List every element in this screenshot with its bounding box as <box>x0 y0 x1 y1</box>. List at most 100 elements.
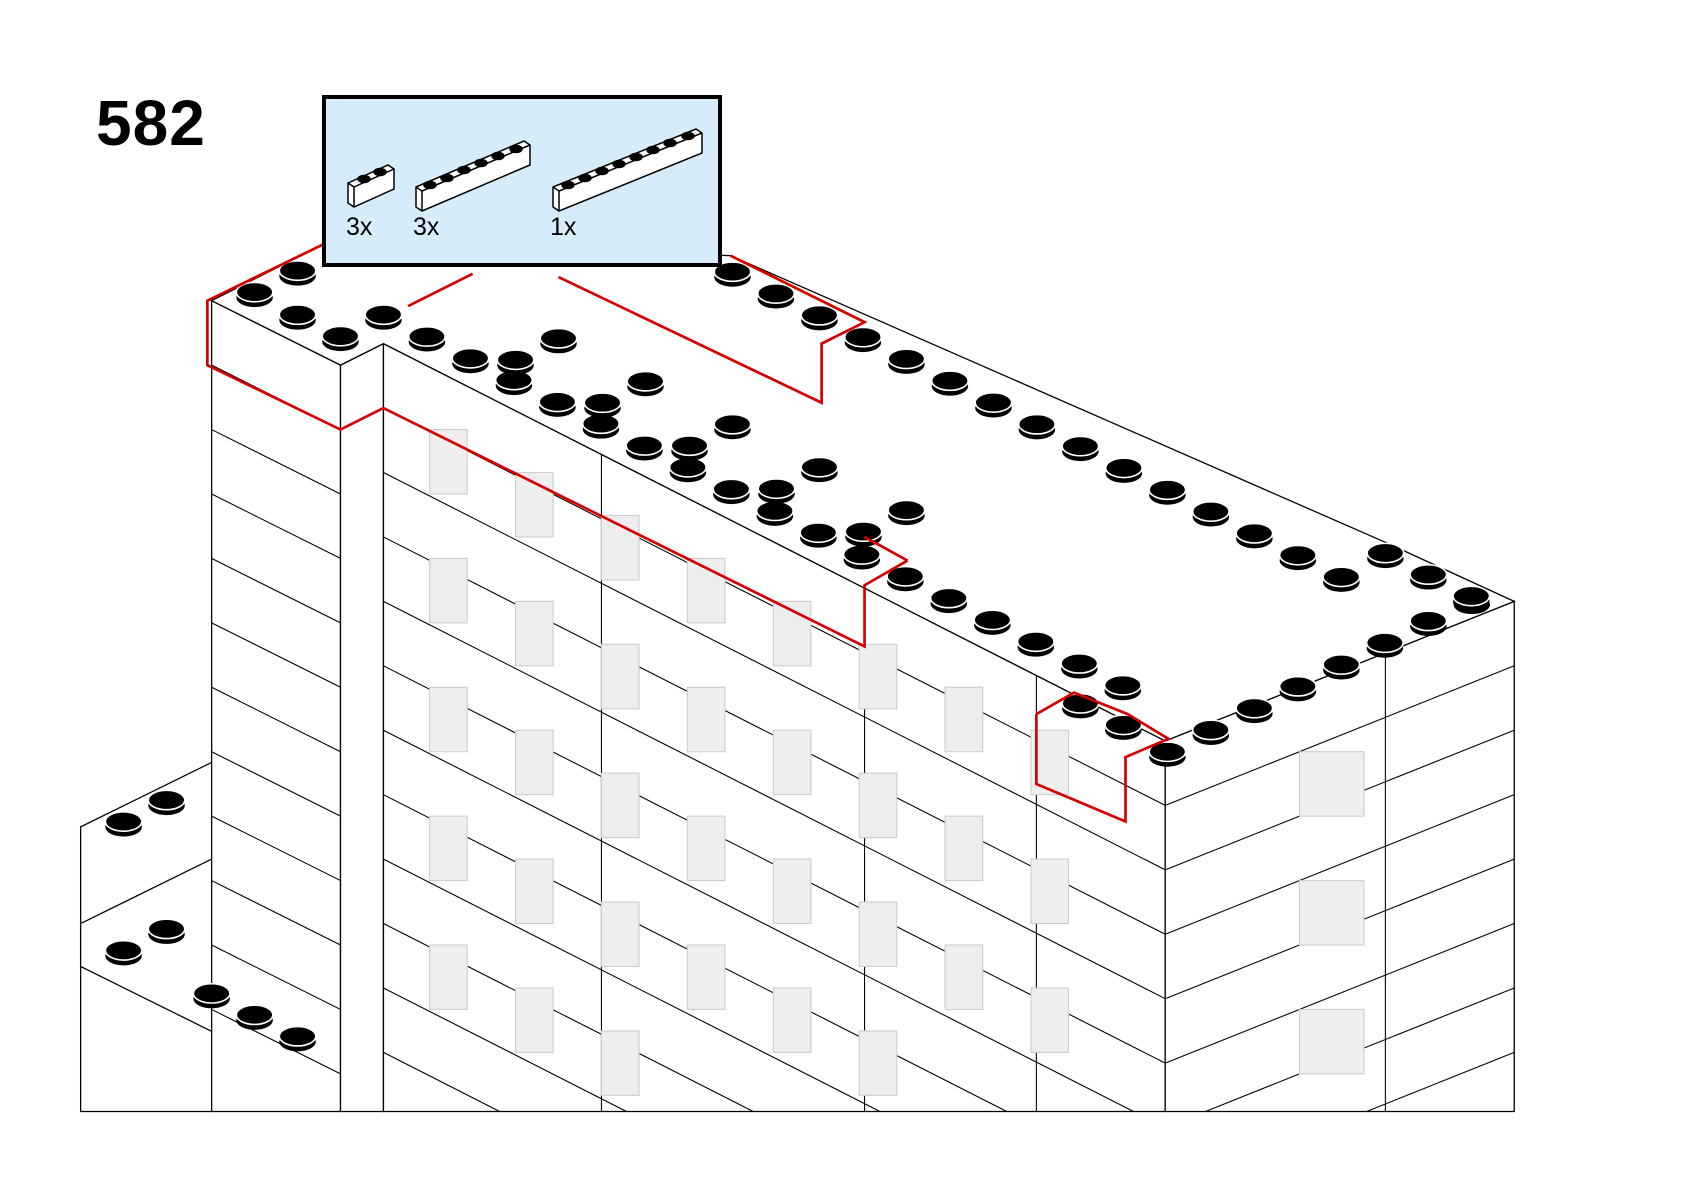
stud-icon <box>712 478 751 500</box>
stud-icon <box>1409 610 1448 632</box>
brick-1x2-icon <box>347 164 395 208</box>
brick-course-line <box>211 944 341 1010</box>
brick-course-line <box>211 493 341 559</box>
stud-icon <box>147 918 186 940</box>
stud-icon <box>1322 566 1361 588</box>
brick-course-line <box>383 987 627 1112</box>
part-quantity: 3x <box>413 213 440 241</box>
brick-course-line <box>383 472 1166 871</box>
window-pane <box>858 1030 898 1096</box>
parts-callout: 3x 3x 1x <box>322 95 722 267</box>
window-pane <box>772 987 812 1053</box>
window-pane <box>858 772 898 839</box>
stud-icon <box>235 1004 274 1026</box>
stud-icon <box>1366 542 1405 564</box>
stud-icon <box>1061 435 1100 457</box>
window-pane <box>944 815 984 882</box>
window-pane <box>772 858 812 925</box>
new-parts-highlight <box>205 243 1172 824</box>
stud-icon <box>887 348 926 370</box>
window-pane <box>429 557 468 624</box>
window-pane <box>429 815 468 882</box>
window-pane <box>858 643 898 710</box>
stud-icon <box>104 811 143 832</box>
brick-course-line <box>383 1051 500 1112</box>
window-pane <box>772 600 812 667</box>
window-pane <box>515 858 554 925</box>
stud-icon <box>1191 719 1230 741</box>
window-pane <box>600 901 640 968</box>
window-pane <box>772 729 812 796</box>
stud-icon <box>800 456 839 478</box>
stud-icon <box>1103 674 1142 696</box>
stud-icon <box>844 521 883 543</box>
window-pane <box>515 600 554 667</box>
step-number: 582 <box>96 87 206 159</box>
stud-icon <box>278 304 317 326</box>
brick-course-line <box>211 686 341 753</box>
part-quantity: 1x <box>550 213 577 241</box>
stud-icon <box>539 327 578 349</box>
window-pane <box>600 772 640 839</box>
left-tower-side <box>339 342 385 1113</box>
stud-icon <box>800 304 839 326</box>
stud-icon <box>1452 585 1491 607</box>
stud-icon <box>407 325 447 347</box>
stud-icon <box>1278 675 1317 697</box>
brick-course-line <box>383 600 1166 1000</box>
window-pane <box>686 815 726 882</box>
window-pane <box>944 944 984 1010</box>
window-pane <box>1030 987 1070 1053</box>
brick-course-line <box>211 557 341 624</box>
stud-icon <box>842 543 881 565</box>
stud-icon <box>1191 501 1230 522</box>
left-tower-front <box>210 299 342 1113</box>
stud-icon <box>886 565 925 587</box>
stud-icon <box>626 370 665 392</box>
brick-1x6-icon <box>415 140 531 212</box>
stud-icon <box>1017 413 1056 435</box>
stud-icon <box>755 500 794 522</box>
window-pane <box>429 686 468 753</box>
stud-icon <box>930 370 969 392</box>
stud-icon <box>1104 714 1143 736</box>
stud-icon <box>1148 479 1187 501</box>
window-pane <box>858 901 898 968</box>
window-pane <box>429 944 468 1010</box>
window-pane <box>515 987 554 1053</box>
brick-course-line <box>211 429 341 495</box>
stud-icon <box>713 413 752 435</box>
stud-icon <box>147 789 186 811</box>
stud-icon <box>278 1025 317 1047</box>
stud-icon <box>1278 544 1317 566</box>
stud-icon <box>192 982 231 1004</box>
brick-course-line <box>1165 794 1515 935</box>
window-pane <box>600 643 640 710</box>
window-pane <box>686 686 726 753</box>
brick-course-line <box>211 880 341 946</box>
stud-icon <box>321 325 360 347</box>
stud-icon <box>670 435 709 457</box>
stud-icon <box>756 283 796 304</box>
window-pane <box>1298 1008 1365 1075</box>
stud-icon <box>496 349 535 371</box>
stud-icon <box>583 392 622 414</box>
stud-icon <box>1060 652 1099 674</box>
stud-icon <box>1365 632 1404 654</box>
brick-course-line <box>211 815 341 882</box>
stud-icon <box>538 391 577 413</box>
brick-course-line <box>383 729 1134 1112</box>
brick-course-line <box>1165 665 1515 806</box>
parts-illustration <box>347 128 703 212</box>
window-pane <box>1298 751 1365 817</box>
brick-course-line <box>211 622 341 688</box>
stud-icon <box>1235 522 1274 544</box>
stud-icon <box>451 347 490 369</box>
brick-course-line <box>383 858 881 1112</box>
stud-icon <box>799 522 838 544</box>
stud-icon <box>887 499 926 521</box>
stud-icon <box>843 326 883 348</box>
stud-icon <box>713 261 752 283</box>
window-pane <box>944 686 984 753</box>
brick-course-line <box>211 1008 341 1075</box>
